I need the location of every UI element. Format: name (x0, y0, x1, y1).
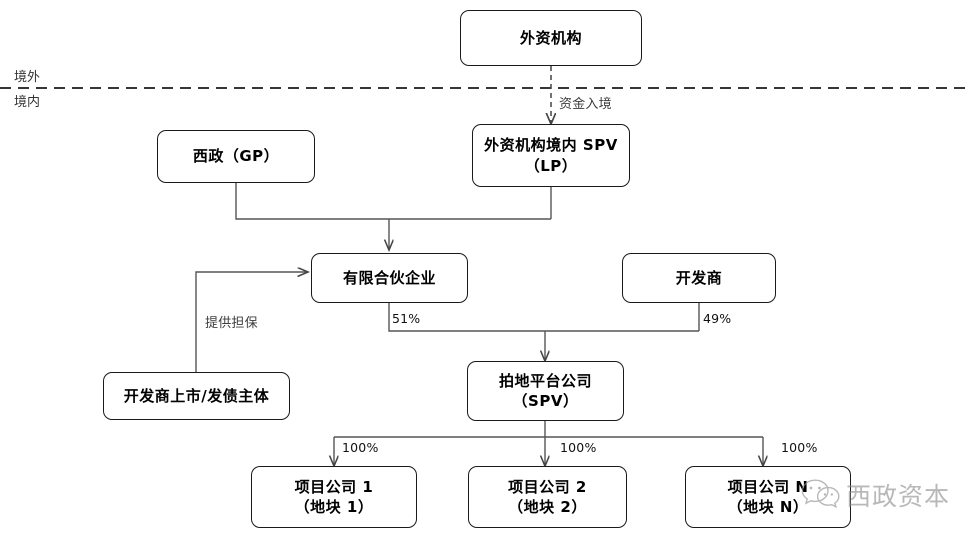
edge-partnership-51 (388, 303, 699, 332)
node-project-company-2[interactable]: 项目公司 2 （地块 2） (468, 466, 627, 528)
edge-provide-guarantee (195, 272, 308, 372)
node-land-bidding-spv-line2: （SPV） (512, 392, 579, 410)
zone-label-offshore: 境外 (14, 70, 41, 85)
edge-label-developer-share: 49% (703, 311, 732, 326)
node-developer-line1: 开发商 (675, 268, 723, 287)
edge-label-provide-guarantee: 提供担保 (205, 316, 258, 331)
edge-label-pc1-share: 100% (342, 440, 379, 455)
node-onshore-spv-lp[interactable]: 外资机构境内 SPV （LP） (472, 124, 630, 187)
node-onshore-spv-lp-line2: （LP） (524, 156, 578, 175)
zone-label-onshore: 境内 (14, 95, 41, 110)
node-project-company-1-line2: （地块 1） (294, 498, 374, 516)
node-project-company-2-line2: （地块 2） (508, 498, 587, 516)
node-xizheng-gp[interactable]: 西政（GP） (157, 130, 315, 183)
edge-spv-trunk (334, 421, 546, 438)
edge-label-pcn-share: 100% (781, 440, 818, 455)
node-land-bidding-spv-line1: 拍地平台公司 (498, 371, 592, 390)
node-project-company-n-line2: （地块 N） (727, 498, 809, 516)
edge-gp-to-partnership (235, 183, 551, 220)
node-limited-partnership-line1: 有限合伙企业 (342, 268, 436, 287)
node-foreign-institution-line1: 外资机构 (519, 28, 582, 47)
node-land-bidding-spv[interactable]: 拍地平台公司 （SPV） (467, 361, 624, 421)
node-developer-listed-entity[interactable]: 开发商上市/发债主体 (103, 372, 290, 420)
edge-label-lp-share: 51% (392, 311, 421, 326)
node-foreign-institution[interactable]: 外资机构 (460, 10, 642, 66)
node-onshore-spv-lp-line1: 外资机构境内 SPV (484, 136, 618, 155)
node-project-company-n-line1: 项目公司 N (727, 477, 809, 496)
node-developer-listed-entity-line1: 开发商上市/发债主体 (123, 386, 270, 405)
edge-label-capital-inflow: 资金入境 (559, 97, 612, 112)
node-developer[interactable]: 开发商 (622, 253, 776, 303)
node-project-company-1[interactable]: 项目公司 1 （地块 1） (251, 466, 417, 528)
node-project-company-2-line1: 项目公司 2 (508, 477, 587, 496)
edge-label-pc2-share: 100% (560, 440, 597, 455)
node-project-company-n[interactable]: 项目公司 N （地块 N） (685, 466, 851, 528)
node-project-company-1-line1: 项目公司 1 (294, 477, 374, 496)
node-xizheng-gp-line1: 西政（GP） (192, 147, 280, 166)
node-limited-partnership[interactable]: 有限合伙企业 (311, 253, 468, 303)
